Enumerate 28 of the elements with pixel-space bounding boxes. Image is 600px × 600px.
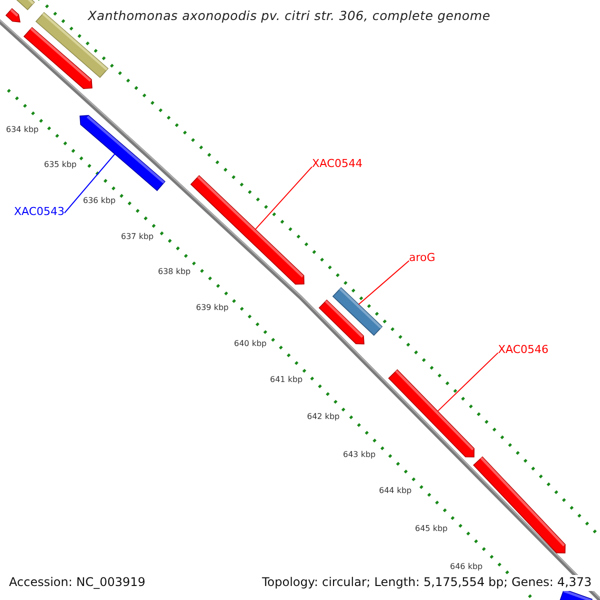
gene-label: XAC0543 bbox=[14, 206, 65, 219]
leader-line bbox=[358, 260, 410, 305]
scale-label: 646 kbp bbox=[450, 562, 483, 572]
scale-label: 644 kbp bbox=[379, 486, 412, 496]
gene-label: XAC0546 bbox=[498, 344, 549, 357]
leader-line bbox=[64, 154, 116, 214]
genome-info-text: Topology: circular; Length: 5,175,554 bp; Genes: 4,373 bbox=[260, 575, 594, 591]
gene-feature bbox=[16, 0, 35, 10]
scale-label: 639 kbp bbox=[196, 303, 229, 312]
scale-label: 634 kbp bbox=[6, 125, 39, 134]
gene-feature bbox=[80, 114, 166, 192]
scale-label: 637 kbp bbox=[121, 232, 154, 242]
gene-feature bbox=[473, 456, 566, 554]
gene-feature bbox=[388, 369, 474, 458]
scale-label: 642 kbp bbox=[307, 412, 340, 422]
scale-label: 636 kbp bbox=[83, 196, 116, 206]
gene-feature bbox=[190, 175, 304, 285]
gene-feature bbox=[23, 26, 92, 90]
scale-label: 640 kbp bbox=[234, 339, 267, 348]
title: Xanthomonas axonopodis pv. citri str. 306, complete genome bbox=[88, 9, 490, 24]
gene-feature bbox=[5, 8, 20, 22]
leader-line bbox=[437, 352, 498, 412]
gene-label: aroG bbox=[409, 252, 436, 265]
accession-text: Accession: NC_003919 bbox=[9, 575, 146, 591]
leader-line bbox=[254, 166, 312, 230]
gene-label: XAC0544 bbox=[312, 158, 363, 171]
scale-label: 641 kbp bbox=[270, 375, 303, 384]
gene-feature bbox=[318, 300, 364, 344]
